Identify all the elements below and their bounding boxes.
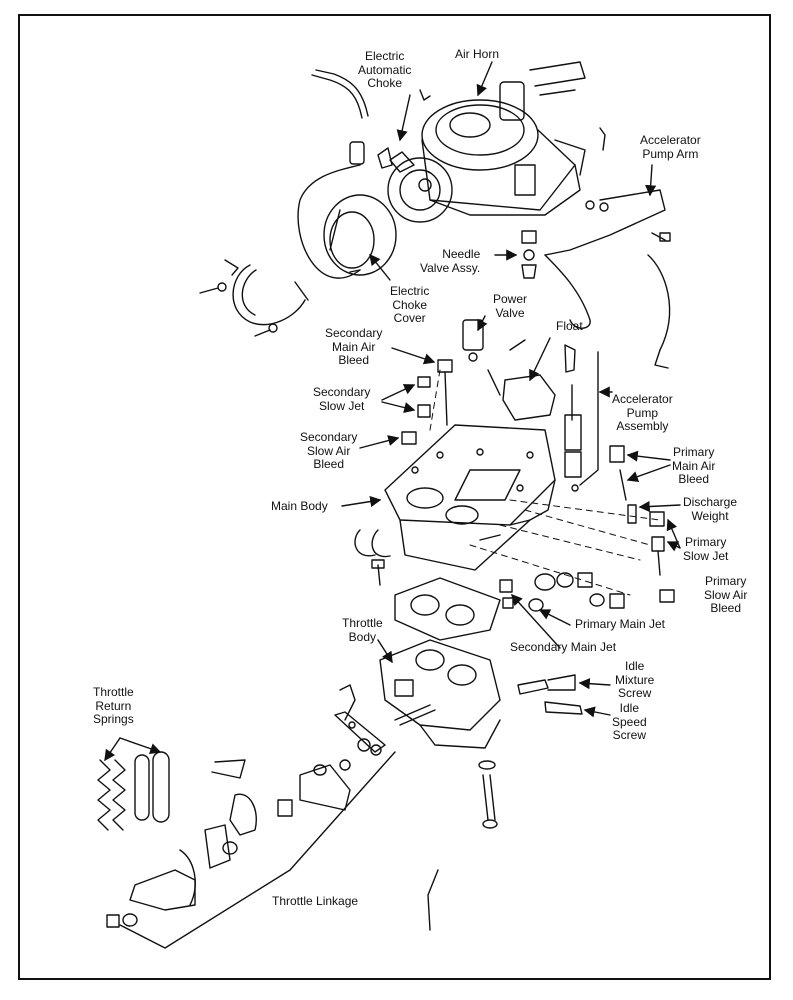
label-accelerator-pump-arm: Accelerator Pump Arm bbox=[640, 133, 701, 161]
label-throttle-linkage: Throttle Linkage bbox=[272, 894, 359, 908]
label-main-body: Main Body bbox=[271, 499, 328, 513]
alignment-lines bbox=[429, 369, 661, 596]
throttle-return-springs-part bbox=[97, 751, 170, 831]
idle-mixture-screw-part bbox=[517, 674, 576, 695]
label-secondary-slow-jet: Secondary Slow Jet bbox=[313, 385, 371, 413]
main-body-part bbox=[354, 424, 556, 571]
label-throttle-body: Throttle Body bbox=[342, 616, 383, 644]
vent-hose bbox=[311, 74, 363, 119]
primary-main-jet-part bbox=[499, 572, 625, 612]
secondary-jets-part bbox=[401, 359, 453, 445]
label-secondary-slow-air-bleed: Secondary Slow Air Bleed bbox=[300, 430, 358, 471]
label-idle-speed-screw: Idle Speed Screw bbox=[612, 701, 647, 742]
electric-automatic-choke-part bbox=[297, 141, 453, 279]
label-air-horn: Air Horn bbox=[455, 47, 500, 61]
primary-jets-part bbox=[609, 445, 675, 603]
label-secondary-main-air-bleed: Secondary Main Air Bleed bbox=[325, 326, 383, 367]
label-primary-main-jet: Primary Main Jet bbox=[575, 617, 666, 631]
electric-choke-cover-part bbox=[323, 194, 397, 276]
label-power-valve: Power Valve bbox=[493, 292, 528, 320]
pump-assembly-bracket bbox=[579, 351, 599, 486]
label-electric-automatic-choke: Electric Automatic Choke bbox=[358, 49, 412, 90]
label-secondary-main-jet: Secondary Main Jet bbox=[510, 640, 617, 654]
retainer-ring-part bbox=[199, 259, 309, 337]
throttle-body-screw bbox=[478, 760, 498, 829]
label-accelerator-pump-assembly: Accelerator Pump Assembly bbox=[612, 392, 673, 433]
label-primary-slow-jet: Primary Slow Jet bbox=[683, 535, 729, 563]
diagram-frame bbox=[18, 14, 771, 980]
label-discharge-weight: Discharge Weight bbox=[683, 495, 738, 523]
rod-part bbox=[427, 869, 439, 931]
leader-lines bbox=[104, 61, 681, 762]
label-primary-main-air-bleed: Primary Main Air Bleed bbox=[672, 445, 716, 486]
label-idle-mixture-screw: Idle Mixture Screw bbox=[615, 659, 655, 700]
accelerator-pump-assembly-part bbox=[564, 384, 582, 492]
label-electric-choke-cover: Electric Choke Cover bbox=[390, 284, 430, 325]
throttle-linkage-parts bbox=[106, 684, 386, 928]
throttle-linkage-bracket bbox=[119, 751, 396, 949]
label-needle-valve-assy: Needle Valve Assy. bbox=[420, 247, 481, 275]
label-float: Float bbox=[556, 319, 583, 333]
float-part bbox=[487, 339, 576, 421]
label-throttle-return-springs: Throttle Return Springs bbox=[93, 685, 134, 726]
label-primary-slow-air-bleed: Primary Slow Air Bleed bbox=[704, 574, 748, 615]
needle-valve-part bbox=[521, 230, 537, 279]
gasket-part bbox=[371, 559, 501, 641]
throttle-body-part bbox=[379, 639, 501, 749]
power-valve-part bbox=[462, 319, 484, 362]
clip-part bbox=[419, 89, 431, 101]
idle-speed-screw-part bbox=[544, 701, 583, 715]
air-horn-part bbox=[421, 61, 586, 216]
